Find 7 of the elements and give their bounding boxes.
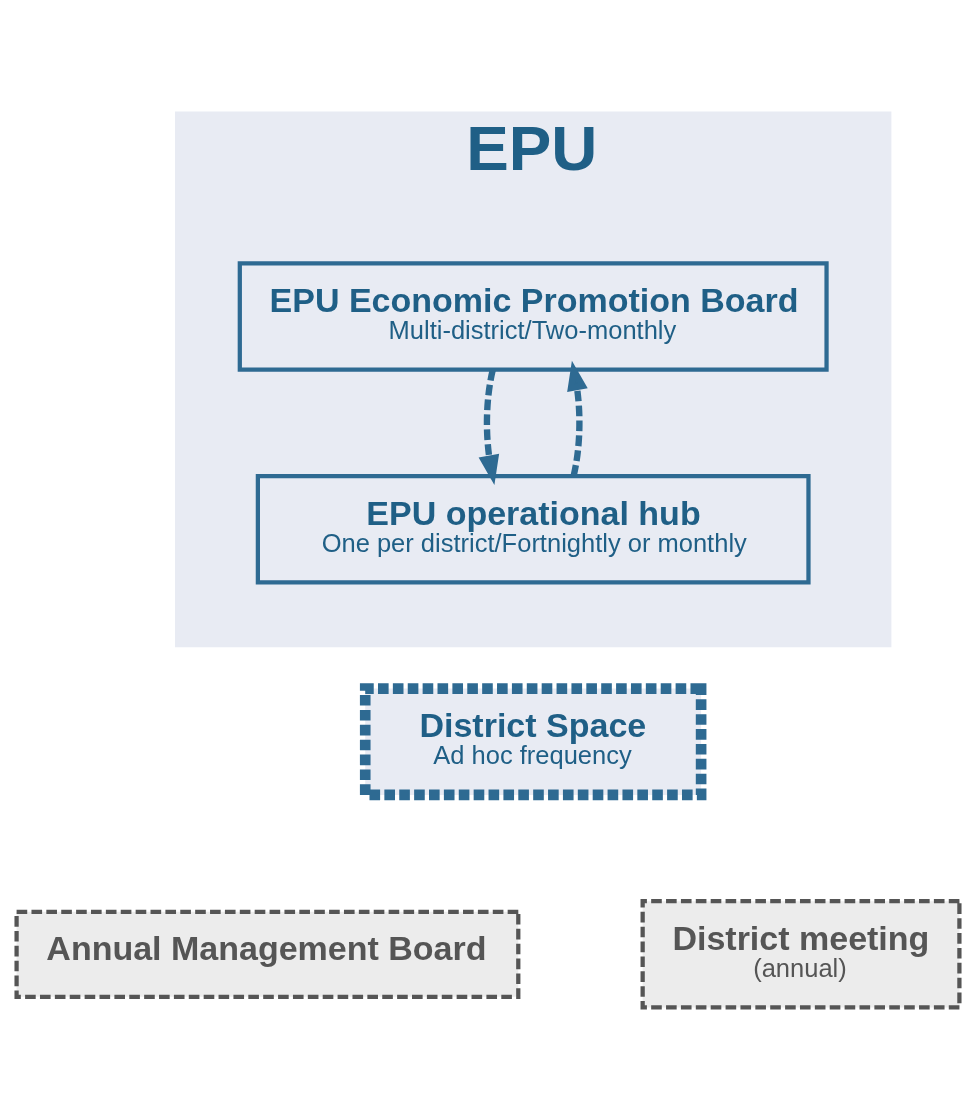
arrow [478,369,500,485]
node-box: District meeting (annual) [640,898,962,1010]
arrow [567,360,588,476]
node-box: EPU operational hub One per district/Fortnightly or monthly [255,473,811,584]
node-box: Annual Management Board [14,909,521,999]
node-box: EPU Economic Promotion Board Multi-district/Two-monthly [237,260,829,372]
node-box: District Space Ad hoc frequency [359,682,707,800]
